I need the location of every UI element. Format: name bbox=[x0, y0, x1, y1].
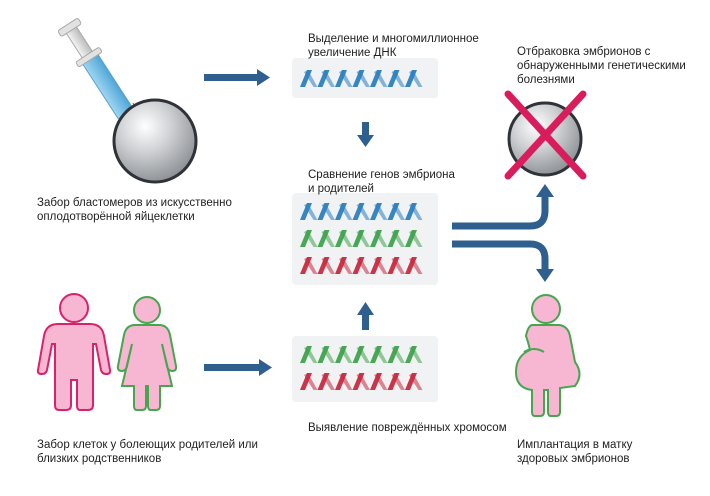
dna-strand-blue-compare bbox=[300, 203, 423, 220]
dna-strand-green-compare bbox=[300, 230, 423, 247]
mother-figure-icon bbox=[116, 296, 178, 411]
arrow-damaged-up bbox=[357, 302, 374, 330]
label-parent-cell-sampling: Забор клеток у болеющих родителей или бл… bbox=[37, 439, 258, 465]
arrow-compare-to-rejection bbox=[452, 184, 554, 230]
label-implantation: Имплантация в матку здоровых эмбрионов bbox=[517, 439, 633, 465]
pregnant-woman-icon bbox=[514, 294, 581, 417]
egg-cell-icon bbox=[112, 98, 198, 184]
arrow-compare-to-implant bbox=[452, 240, 554, 282]
dna-panel-damaged bbox=[292, 336, 438, 402]
father-figure-icon bbox=[36, 293, 112, 411]
cross-icon bbox=[504, 90, 587, 180]
label-dna-amplification: Выделение и многомиллионное увеличение Д… bbox=[308, 33, 479, 59]
syringe-icon bbox=[57, 18, 153, 136]
arrow-egg-to-dna bbox=[204, 69, 270, 86]
arrow-dna-down bbox=[357, 122, 374, 147]
label-embryo-rejection: Отбраковка эмбрионов с обнаруженными ген… bbox=[517, 46, 686, 86]
arrow-parents-to-damaged bbox=[204, 359, 272, 376]
label-blastomere-sampling: Забор бластомеров из искусственно оплодо… bbox=[37, 197, 232, 223]
dna-panel-top bbox=[292, 58, 438, 98]
dna-strand-red-compare bbox=[300, 257, 423, 274]
dna-strand-red-damaged bbox=[300, 373, 423, 390]
dna-strand-green-damaged bbox=[300, 346, 423, 363]
label-damaged-chromosomes: Выявление повреждённых хромосом bbox=[308, 422, 507, 434]
label-gene-comparison: Сравнение генов эмбриона и родителей bbox=[308, 169, 455, 195]
dna-strand-blue-top bbox=[300, 70, 423, 87]
